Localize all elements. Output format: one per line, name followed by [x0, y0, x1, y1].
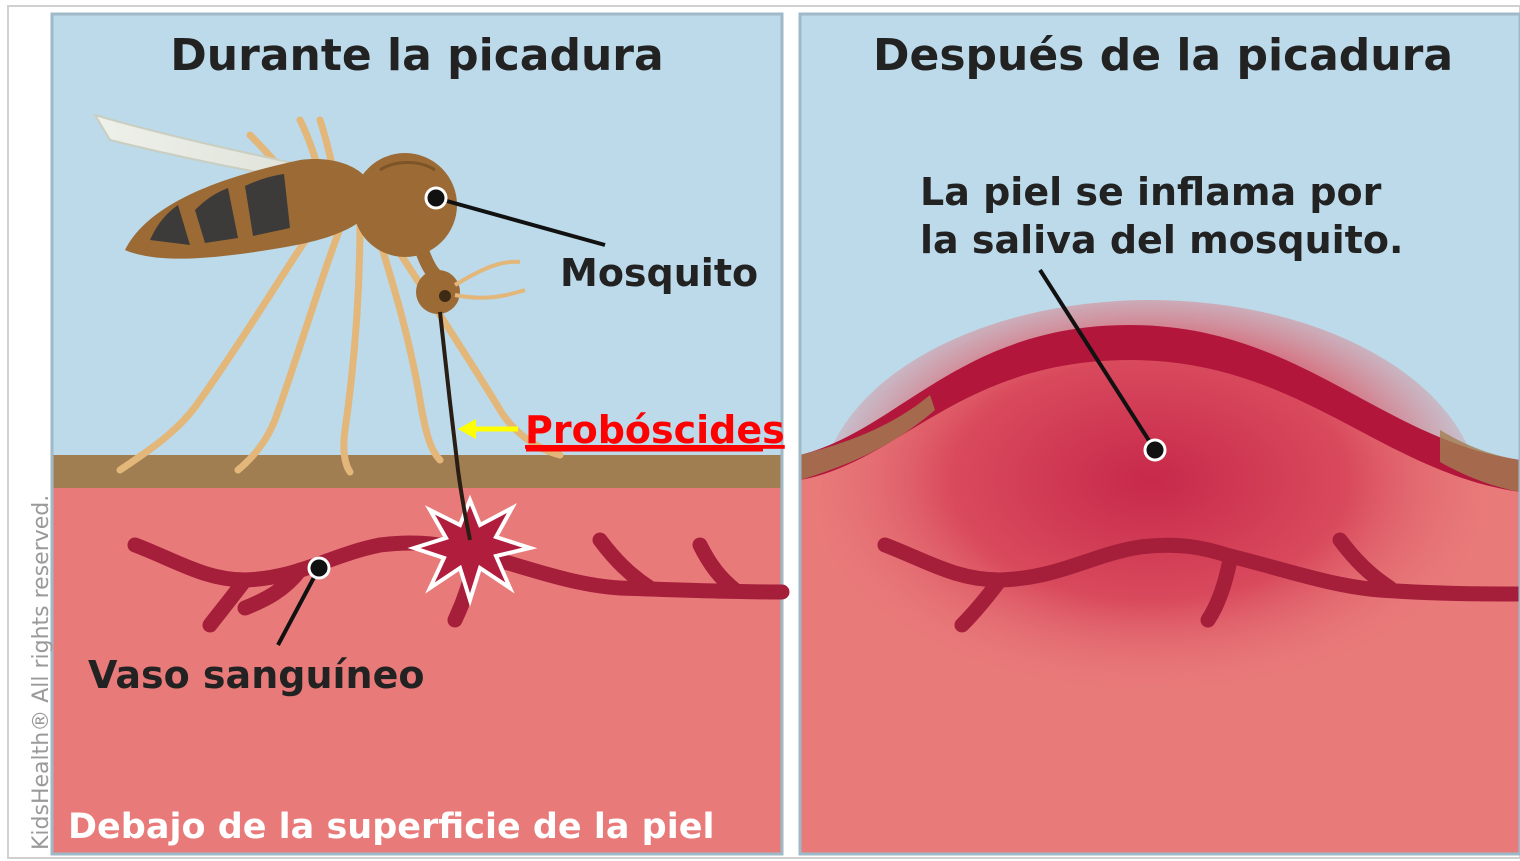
label-blood-vessel: Vaso sanguíneo — [88, 653, 424, 697]
left-panel: Mosquito Probóscides Vaso sanguíneo Deba… — [52, 14, 785, 854]
right-panel-title: Después de la picadura — [873, 30, 1453, 81]
label-under-skin: Debajo de la superficie de la piel — [68, 807, 714, 847]
copyright-notice: KidsHealth® All rights reserved. — [29, 495, 54, 850]
right-panel: La piel se inflama por la saliva del mos… — [800, 14, 1520, 854]
label-mosquito: Mosquito — [560, 251, 758, 295]
swelling-caption-line2: la saliva del mosquito. — [920, 218, 1403, 262]
left-panel-title: Durante la picadura — [170, 30, 663, 81]
left-skin-surface — [52, 455, 782, 488]
label-proboscis: Probóscides — [525, 408, 785, 452]
swelling-caption-line1: La piel se inflama por — [920, 170, 1382, 214]
